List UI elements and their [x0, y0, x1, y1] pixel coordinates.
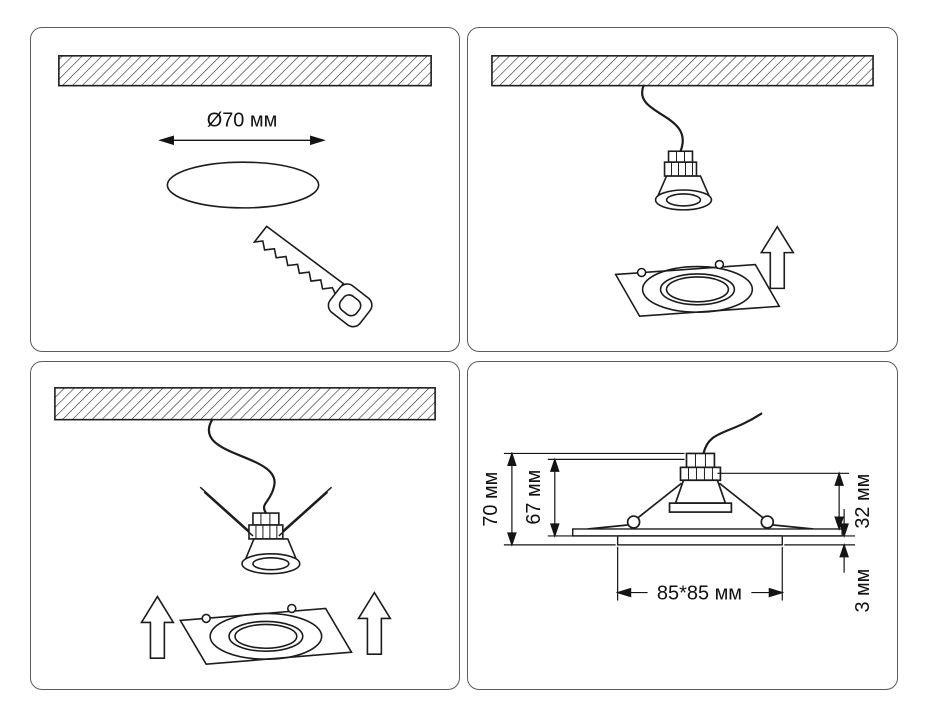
panel-step-1-cut-hole: Ø70 мм — [30, 27, 460, 352]
cutout-diameter-label: Ø70 мм — [207, 109, 277, 131]
ceiling-cross-section — [54, 387, 436, 421]
trim-ring-inner — [234, 623, 298, 650]
arrow-up-icon-left — [140, 595, 175, 659]
trim-square — [614, 263, 781, 318]
lamp-lens — [665, 193, 702, 207]
lamp-socket — [679, 466, 722, 482]
dimension-label-trim-thickness: 3 мм — [852, 569, 874, 613]
dimension-label-cutout-square: 85*85 мм — [657, 583, 742, 605]
lamp-body — [674, 479, 727, 504]
spring-arm-right — [718, 482, 814, 530]
power-wire — [641, 84, 684, 153]
spring-arm-left — [587, 482, 683, 530]
spring-clip-right — [278, 486, 333, 537]
dimension-label-inner-height: 67 мм — [523, 470, 545, 525]
lamp-assembly — [654, 150, 713, 211]
step-4-drawing: 70 мм 67 мм 32 мм 3 мм 85*85 мм — [480, 412, 874, 613]
trim-profile — [616, 535, 783, 546]
trim-ring — [659, 273, 736, 306]
panel-step-3-insert-fixture — [30, 361, 460, 690]
cutout-diameter-dimension — [158, 135, 326, 146]
step-2-drawing — [491, 55, 874, 318]
spring-clip-left — [199, 486, 254, 537]
ceiling-profile — [572, 528, 843, 537]
ceiling-cross-section — [491, 55, 874, 87]
lamp-socket — [663, 161, 698, 177]
trim-clip-right — [287, 603, 297, 614]
lamp-lens — [252, 557, 290, 571]
trim-clip-left — [636, 267, 647, 278]
trim-hole-outer — [209, 612, 323, 660]
step-3-drawing — [54, 387, 436, 665]
spring-coil-right — [760, 515, 775, 529]
panel-step-4-dimensions: 70 мм 67 мм 32 мм 3 мм 85*85 мм — [467, 361, 898, 690]
trim-clip-left — [201, 613, 211, 624]
trim-frame — [178, 603, 353, 665]
lamp-face — [241, 553, 301, 575]
ceiling-cross-section — [58, 55, 432, 87]
trim-hole-outer — [641, 265, 754, 314]
saw-handle-hole — [338, 294, 362, 317]
spring-coil-left — [626, 515, 641, 529]
arrow-up-icon — [759, 225, 795, 290]
lamp-socket — [248, 524, 284, 540]
terminal-block — [667, 150, 694, 163]
handsaw-icon — [252, 225, 373, 328]
dimension-label-total-height: 70 мм — [480, 472, 502, 527]
lamp-face — [654, 189, 713, 211]
terminal-block — [252, 512, 280, 526]
arrow-up-icon-right — [357, 591, 392, 656]
dimension-label-recess-depth: 32 мм — [852, 474, 874, 529]
trim-ring-inner — [665, 276, 730, 303]
saw-blade — [252, 225, 345, 298]
step-1-drawing: Ø70 мм — [58, 55, 432, 328]
lamp-holder — [668, 502, 733, 513]
trim-ring — [228, 620, 304, 653]
trim-clip-right — [714, 259, 725, 270]
trim-frame — [614, 259, 781, 318]
dimension-lines — [503, 451, 856, 601]
fixture-side-view — [572, 412, 843, 546]
power-wire — [702, 412, 763, 455]
cutout-hole — [166, 161, 320, 209]
terminal-block — [685, 452, 716, 469]
panel-step-2-connect-wire — [467, 27, 898, 352]
power-wire — [208, 418, 276, 515]
lamp-assembly — [199, 486, 333, 575]
